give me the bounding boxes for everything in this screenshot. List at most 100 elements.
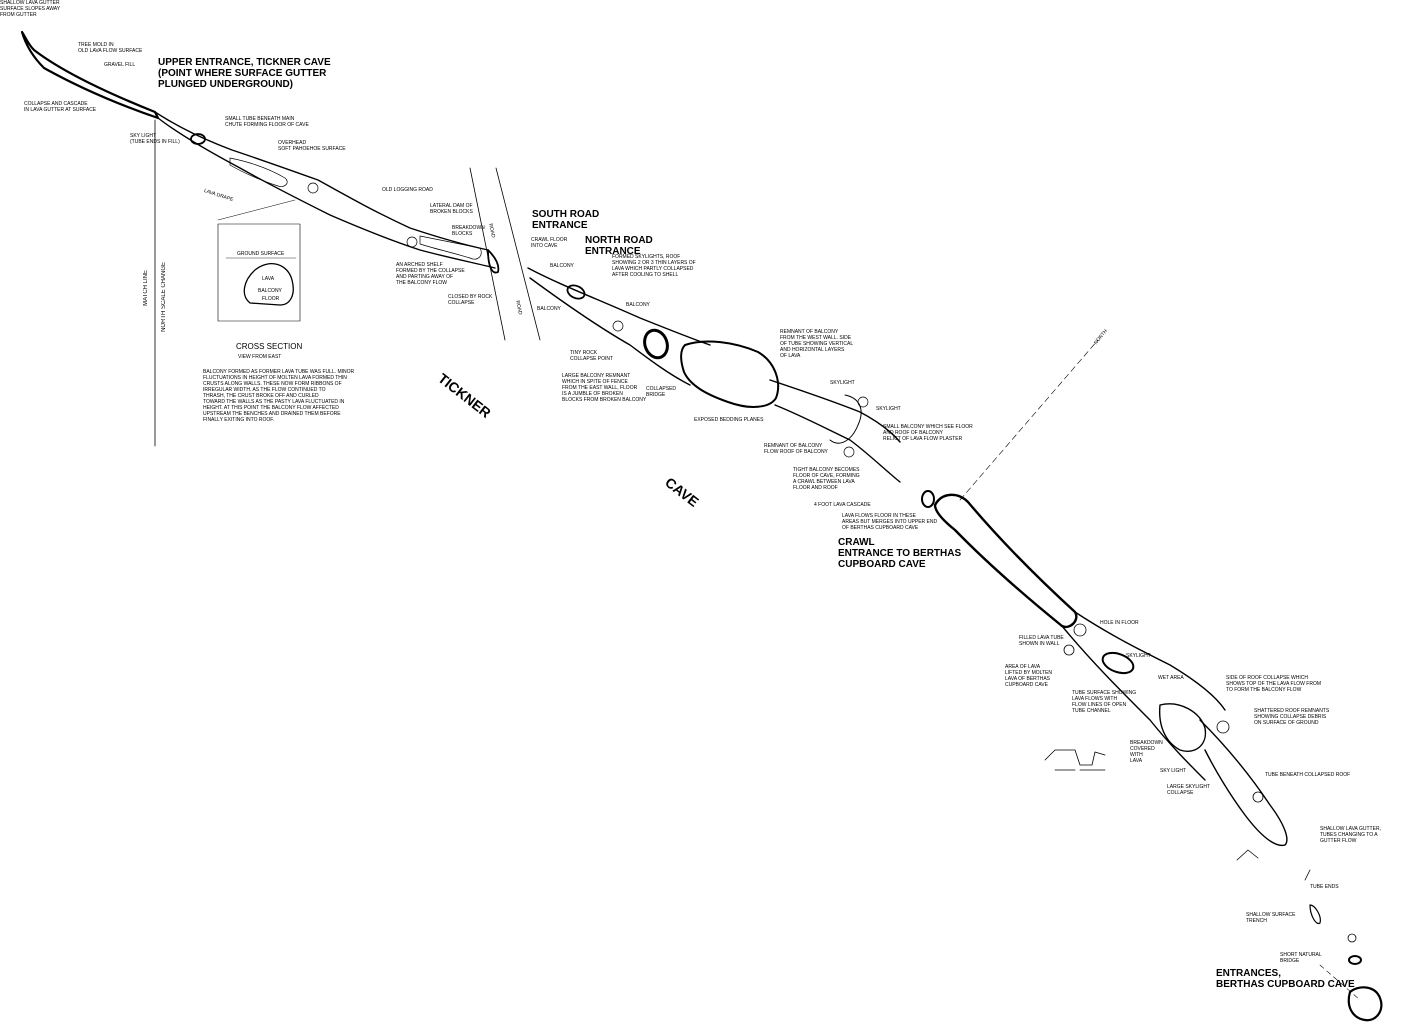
- north-scale-label: NORTH SCALE CHANGE: [161, 262, 167, 332]
- cross-section-box: [217, 223, 301, 322]
- station-2: [406, 236, 418, 248]
- label-area-of-lava: AREA OF LAVA LIFTED BY MOLTEN LAVA OF BE…: [1005, 664, 1053, 688]
- middle-tube-north: [527, 267, 711, 346]
- station-5: [612, 320, 624, 332]
- label-skylight-2: SKYLIGHT: [876, 406, 901, 412]
- label-tight-balcony: TIGHT BALCONY BECOMES FLOOR OF CAVE, FOR…: [793, 467, 860, 491]
- small-tube-oval: [190, 133, 206, 145]
- cross-section-scale: VIEW FROM EAST: [238, 354, 282, 360]
- label-foot-cascade: 4 FOOT LAVA CASCADE: [814, 502, 871, 508]
- cross-section-title: CROSS SECTION: [236, 342, 303, 351]
- north-direction-line: [959, 339, 1099, 501]
- label-skylight-3: SKYLIGHT: [1126, 653, 1151, 659]
- match-line-label: MATCH LINE: [143, 270, 149, 306]
- mid-tube-right-south: [774, 404, 901, 483]
- profile-sketch-3: [1236, 849, 1259, 861]
- wet-area-oval: [1101, 651, 1135, 675]
- label-small-balcony: SMALL BALCONY WHICH SEE FLOOR AND ROOF O…: [883, 424, 973, 442]
- station-7: [1063, 644, 1075, 656]
- middle-tube-south: [529, 277, 691, 386]
- station-6: [1073, 623, 1087, 637]
- road-line-2: [495, 167, 541, 341]
- label-lava-flows: LAVA FLOWS FLOOR IN THESE AREAS BUT MERG…: [842, 513, 938, 531]
- small-hole: [1347, 933, 1357, 943]
- label-breakdown-blocks: BREAKDOWN BLOCKS: [452, 225, 485, 237]
- label-tiny-rock: TINY ROCK COLLAPSE POINT: [570, 350, 614, 362]
- label-small-tube: SMALL TUBE BENEATH MAIN CHUTE FORMING FL…: [225, 116, 309, 128]
- label-arched-shelf: AN ARCHED SHELF FORMED BY THE COLLAPSE A…: [396, 262, 465, 286]
- label-shattered-roof: SHATTERED ROOF REMNANTS SHOWING COLLAPSE…: [1254, 708, 1330, 726]
- profile-sketch-1: [1044, 749, 1106, 766]
- label-formed-skylights: FORMED SKYLIGHTS, ROOF SHOWING 2 OR 3 TH…: [612, 254, 696, 278]
- short-bridge-oval: [1348, 955, 1362, 965]
- crawl-oval: [921, 490, 935, 508]
- label-large-skylight: LARGE SKYLIGHT COLLAPSE: [1167, 784, 1211, 796]
- station-1: [307, 182, 319, 194]
- berthas-tube-south: [1061, 625, 1206, 781]
- upper-breakdown-1: [229, 157, 288, 187]
- cross-section-lava-label: LAVA: [262, 276, 275, 282]
- label-closed-rock: CLOSED BY ROCK COLLAPSE: [448, 294, 493, 306]
- north-road-oval: [566, 284, 586, 300]
- lower-tube: [1199, 719, 1288, 847]
- label-skylight-1: SKYLIGHT: [830, 380, 855, 386]
- label-tube-beneath: TUBE BENEATH COLLAPSED ROOF: [1265, 772, 1351, 778]
- label-sky-light: SKY LIGHT (TUBE ENDS IN FILL): [130, 133, 180, 145]
- upper-lava-gutter: [20, 30, 160, 120]
- label-filled-tube: FILLED LAVA TUBE SHOWN IN WALL: [1019, 635, 1064, 647]
- label-crawl: CRAWL ENTRANCE TO BERTHAS CUPBOARD CAVE: [838, 537, 962, 570]
- large-chamber: [680, 340, 780, 408]
- cross-section-note: BALCONY FORMED AS FORMER LAVA TUBE WAS F…: [203, 369, 355, 423]
- lower-direction-line: [1319, 964, 1361, 1001]
- label-balcony-2: BALCONY: [626, 302, 650, 308]
- label-side-of-roof: SIDE OF ROOF COLLAPSE WHICH SHOWS TOP OF…: [1226, 675, 1322, 693]
- label-breakdown-lava: BREAKDOWN COVERED WITH LAVA: [1130, 740, 1163, 764]
- label-tree-mold: TREE MOLD IN OLD LAVA FLOW SURFACE: [78, 42, 143, 54]
- label-shallow-gutter: SHALLOW LAVA GUTTER SURFACE SLOPES AWAY …: [0, 0, 61, 18]
- label-remnant-balcony: REMNANT OF BALCONY FROM THE WEST WALL. S…: [780, 329, 854, 359]
- cross-section-ground-label: GROUND SURFACE: [237, 251, 285, 257]
- label-overhead: OVERHEAD SOFT PAHOEHOE SURFACE: [278, 140, 346, 152]
- label-old-logging: OLD LOGGING ROAD: [382, 187, 433, 193]
- upper-tube-outline-south: [157, 117, 496, 269]
- label-tube-ends: TUBE ENDS: [1310, 884, 1339, 890]
- berthas-entrance-blob: [1347, 986, 1383, 1022]
- station-8: [1216, 720, 1230, 734]
- shallow-trench-shape: [1309, 904, 1321, 925]
- berthas-large-tube: [933, 493, 1078, 629]
- label-north-road: NORTH ROAD ENTRANCE: [585, 235, 653, 257]
- label-wet-area: WET AREA: [1158, 675, 1184, 681]
- balcony-oval: [643, 328, 669, 360]
- label-crawl-floor: CRAWL FLOOR INTO CAVE: [531, 237, 568, 249]
- cross-section-balcony-label: BALCONY: [258, 288, 282, 294]
- label-hole-in-floor: HOLE IN FLOOR: [1100, 620, 1139, 626]
- label-shallow-trench: SHALLOW SURFACE TRENCH: [1246, 912, 1296, 924]
- label-exposed-bedding: EXPOSED BEDDING PLANES: [694, 417, 764, 423]
- label-tube-surface: TUBE SURFACE SHOWING LAVA FLOWS WITH FLO…: [1072, 690, 1137, 714]
- trench: [1304, 869, 1311, 881]
- label-collapse-cascade: COLLAPSE AND CASCADE IN LAVA GUTTER AT S…: [24, 101, 97, 113]
- cross-section-leader: [217, 199, 296, 221]
- station-3: [857, 396, 869, 408]
- berthas-tube-north: [1074, 611, 1226, 711]
- label-shallow-lava-gutter: SHALLOW LAVA GUTTER, TUBES CHANGING TO A…: [1320, 826, 1381, 844]
- upper-tube-outline-north: [154, 111, 489, 251]
- cross-section-profile: [243, 263, 294, 306]
- station-9: [1252, 791, 1264, 803]
- label-gravel: GRAVEL FILL: [104, 62, 136, 68]
- lower-chamber: [1158, 703, 1207, 752]
- label-short-bridge: SHORT NATURAL BRIDGE: [1280, 952, 1322, 964]
- label-south-road: SOUTH ROAD ENTRANCE: [532, 209, 600, 231]
- label-remnant-flowing: REMNANT OF BALCONY FLOW ROOF OF BALCONY: [764, 443, 828, 455]
- label-berthas-entrance: ENTRANCES, BERTHAS CUPBOARD CAVE: [1216, 968, 1355, 990]
- mid-tube-right-north: [769, 379, 901, 443]
- label-balcony-1: BALCONY: [550, 263, 574, 269]
- label-sky-light-lower: SKY LIGHT: [1160, 768, 1187, 774]
- label-upper-entrance: UPPER ENTRANCE, TICKNER CAVE (POINT WHER…: [158, 57, 331, 90]
- label-collapsed-bridge: COLLAPSED BRIDGE: [646, 386, 677, 398]
- station-4: [843, 446, 855, 458]
- label-balcony-3: BALCONY: [537, 306, 561, 312]
- label-lateral-dam: LATERAL DAM OF BROKEN BLOCKS: [430, 203, 473, 215]
